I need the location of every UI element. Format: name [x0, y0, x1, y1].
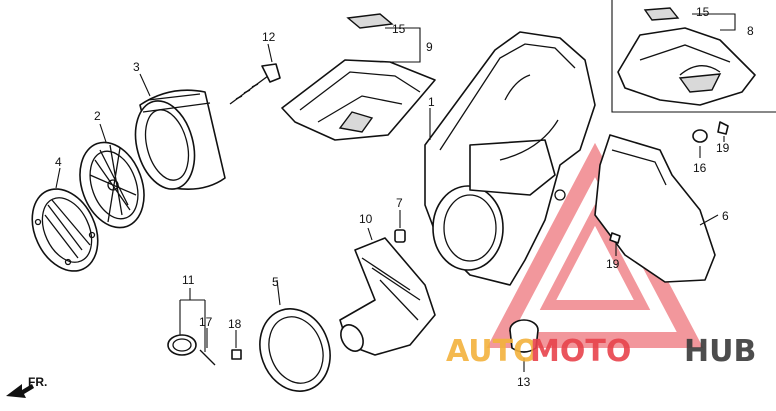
part-19-bolt-lower	[609, 232, 621, 244]
callout-4: 4	[55, 155, 62, 169]
callout-7: 7	[396, 196, 403, 210]
callout-10: 10	[359, 212, 373, 226]
callout-3: 3	[133, 60, 140, 74]
callout-16: 16	[693, 161, 707, 175]
callout-8: 8	[747, 24, 754, 38]
part-3-air-element	[134, 89, 226, 190]
callout-1: 1	[428, 95, 435, 109]
part-11-clamp	[167, 334, 197, 356]
part-2-element-holder	[79, 141, 145, 229]
callout-2: 2	[94, 109, 101, 123]
callout-11: 11	[182, 273, 195, 287]
callout-12: 12	[262, 30, 276, 44]
part-4-cover-ring	[31, 188, 99, 272]
callout-6: 6	[722, 209, 729, 223]
part-7-grommet	[394, 229, 406, 243]
callout-15-right: 15	[696, 5, 710, 19]
callout-19-lower: 19	[606, 257, 620, 271]
callout-17: 17	[199, 315, 213, 329]
part-15-pad-right	[643, 7, 680, 21]
callout-13: 13	[517, 375, 531, 389]
part-16-grommet	[692, 129, 708, 143]
part-6-side-cover	[594, 134, 716, 283]
callout-18: 18	[228, 317, 242, 331]
watermark-logo: AUTO MOTO HUB	[446, 334, 756, 369]
callout-9: 9	[426, 40, 433, 54]
part-8-right-cover	[611, 0, 776, 113]
part-8-bracket	[611, 0, 776, 113]
leader-lines	[55, 13, 736, 372]
part-18-nut	[231, 349, 242, 360]
callout-19-upper: 19	[716, 141, 730, 155]
direction-arrow-icon	[6, 384, 34, 398]
part-10-intake-duct	[339, 237, 436, 356]
watermark-text-hub: HUB	[684, 334, 756, 369]
part-19-bolt-upper	[717, 121, 729, 135]
part-9-upper-cover	[281, 59, 436, 141]
part-15-pad-left	[346, 13, 394, 29]
part-17-screw	[199, 349, 216, 366]
part-12-bolt	[229, 63, 281, 105]
watermark-text-auto: AUTO	[446, 334, 539, 369]
part-1-main-housing	[424, 31, 596, 286]
direction-label: FR.	[28, 375, 47, 389]
watermark-text-moto: MOTO	[530, 334, 631, 369]
part-5-gasket	[259, 308, 331, 392]
callout-5: 5	[272, 275, 279, 289]
part-13-band	[509, 319, 539, 353]
callout-15-left: 15	[392, 22, 406, 36]
callout-labels: 1 2 3 4 5 6 7 8 9 10 11 12 13 15 15 16 1…	[28, 5, 754, 389]
